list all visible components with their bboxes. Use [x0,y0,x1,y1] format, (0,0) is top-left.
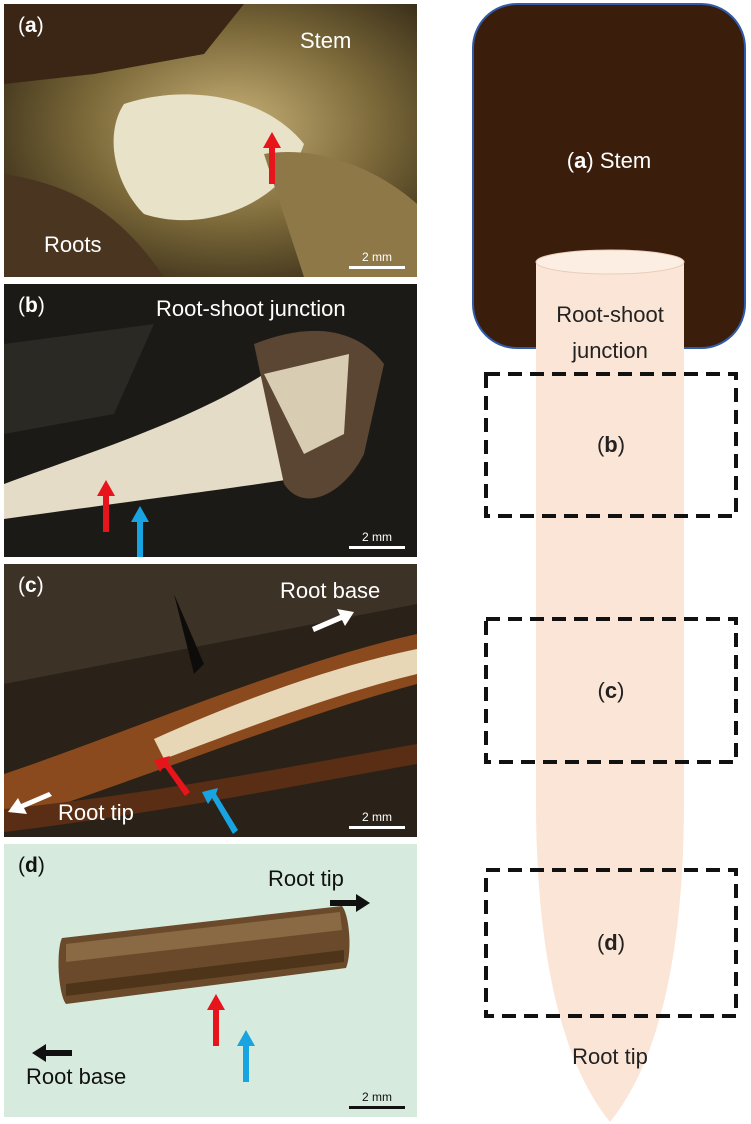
root-tip-label: Root tip [572,1044,648,1069]
black-arrow-icon [330,894,370,912]
root-diagram: (a) Stem Root-shoot junction (b) (c) (d)… [420,0,751,1124]
panel-d: (d) Root tip Root base 2 mm [4,844,417,1117]
root-diagram-shapes [472,3,746,1122]
box-c [484,617,738,764]
panel-a: (a) Stem Roots 2 mm [4,4,417,277]
panel-b-junction-label: Root-shoot junction [156,296,346,321]
blue-arrow-icon [237,1030,255,1082]
panel-c-scale-bar: 2 mm [349,810,405,829]
panel-d-root-tip-label: Root tip [268,866,344,891]
root-top [535,249,685,275]
box-d-label: (d) [596,930,626,955]
panel-b-scale-bar: 2 mm [349,530,405,549]
panel-a-label: (a) [18,14,44,37]
red-arrow-icon [207,994,225,1046]
panel-d-photo [4,844,417,1117]
junction-label-line2: junction [572,338,648,363]
box-b-label: (b) [596,432,626,457]
stem-label: (a) Stem [566,148,652,173]
white-arrow-icon [312,609,354,632]
black-arrow-icon [32,1044,72,1062]
blue-arrow-icon [202,788,238,834]
red-arrow-icon [263,132,281,184]
panel-c: (c) Root base Root tip 2 mm [4,564,417,837]
panel-c-root-tip-label: Root tip [58,800,134,825]
root-body [536,262,684,1122]
panel-a-stem-label: Stem [300,28,352,53]
panel-a-roots-label: Roots [44,232,102,257]
panel-c-root-base-label: Root base [280,578,381,603]
red-arrow-icon [154,756,190,796]
panel-c-label: (c) [18,574,44,597]
red-arrow-icon [97,480,115,532]
box-c-label: (c) [597,678,625,703]
junction-label-line1: Root-shoot [556,302,664,327]
panel-d-root-base-label: Root base [26,1064,127,1089]
panel-a-photo [4,4,417,277]
panel-a-scale-bar: 2 mm [349,250,405,269]
panel-b: (b) Root-shoot junction 2 mm [4,284,417,557]
box-b [484,372,738,518]
panel-b-photo [4,284,417,557]
panel-b-label: (b) [18,294,45,317]
panel-d-label: (d) [18,854,45,877]
blue-arrow-icon [131,506,149,557]
white-arrow-icon [8,792,52,814]
panel-d-scale-bar: 2 mm [349,1090,405,1109]
